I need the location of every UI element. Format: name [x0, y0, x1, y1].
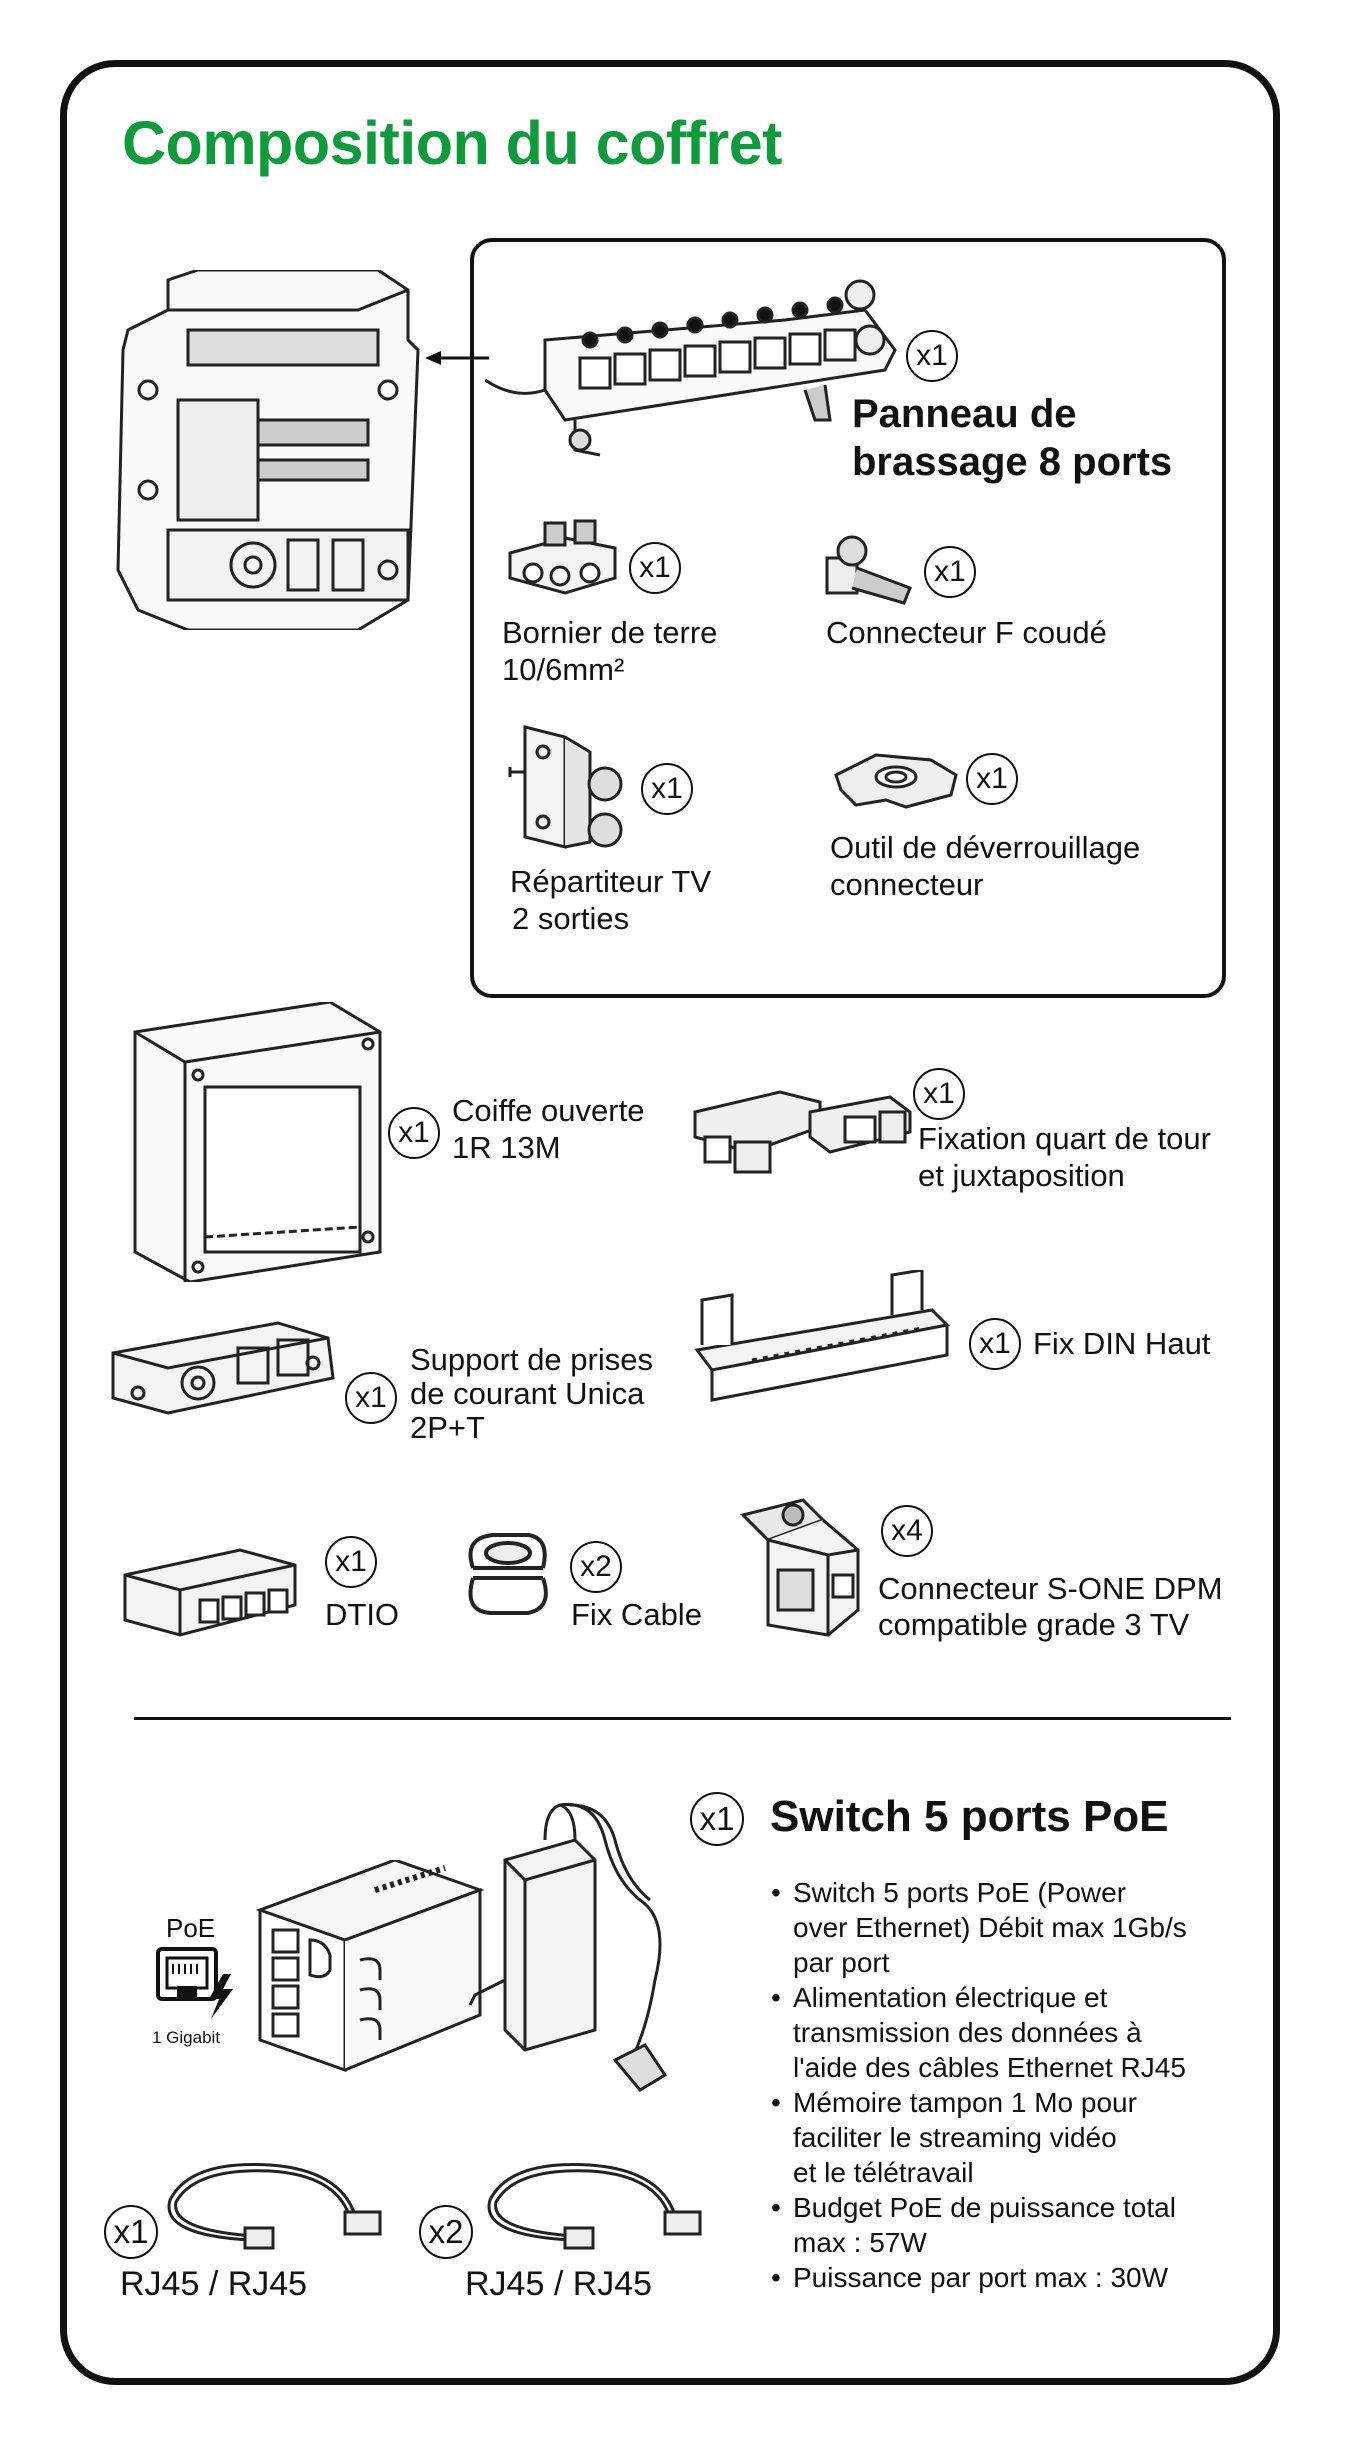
sone-label-1: Connecteur S-ONE DPM — [878, 1571, 1223, 1606]
gigabit-label: 1 Gigabit — [152, 2028, 221, 2047]
panel-qty: x1 — [906, 330, 958, 382]
fix-cable-label: Fix Cable — [571, 1597, 702, 1632]
dtio-illustration — [120, 1545, 300, 1640]
support-label-3: 2P+T — [410, 1410, 485, 1445]
fix-din-illustration — [692, 1270, 952, 1410]
fix-cable-qty: x2 — [570, 1541, 622, 1593]
fixation-label-1: Fixation quart de tour — [918, 1121, 1211, 1156]
cable-1-label: RJ45 / RJ45 — [120, 2265, 308, 2303]
support-qty: x1 — [345, 1372, 397, 1424]
connecteur-f-label: Connecteur F coudé — [826, 615, 1107, 650]
connecteur-f-illustration — [822, 533, 917, 608]
panel-main-label-1: Panneau de — [852, 392, 1077, 436]
poe-label: PoE — [166, 1913, 216, 1943]
sone-label-2: compatible grade 3 TV — [878, 1607, 1190, 1642]
coiffe-qty: x1 — [388, 1107, 440, 1159]
coiffe-illustration — [130, 1002, 385, 1282]
power-supply-illustration — [465, 1800, 680, 2100]
switch-title: Switch 5 ports PoE — [770, 1792, 1169, 1841]
dtio-qty: x1 — [325, 1536, 377, 1588]
fixation-label-2: et juxtaposition — [918, 1158, 1125, 1193]
outil-qty: x1 — [966, 753, 1018, 805]
fix-cable-illustration — [458, 1523, 558, 1623]
connecteur-f-qty: x1 — [924, 546, 976, 598]
switch-qty: x1 — [690, 1792, 744, 1846]
outil-illustration — [826, 745, 961, 815]
cable-1-qty: x1 — [104, 2205, 158, 2259]
panel-box — [470, 238, 1226, 998]
sone-qty: x4 — [881, 1505, 933, 1557]
support-label-2: de courant Unica — [410, 1376, 645, 1411]
support-label-1: Support de prises — [410, 1342, 653, 1377]
fixation-qty: x1 — [913, 1068, 965, 1120]
page-title: Composition du coffret — [122, 109, 782, 177]
feature-item: Puissance par port max : 30W — [768, 2260, 1238, 2295]
fix-din-label: Fix DIN Haut — [1033, 1326, 1211, 1361]
arrow-left-icon — [425, 348, 490, 368]
outil-label-1: Outil de déverrouillage — [830, 830, 1141, 865]
fix-din-qty: x1 — [969, 1318, 1021, 1370]
rj45-cable-illustration — [150, 2140, 390, 2255]
page-frame — [60, 60, 1280, 2385]
patch-panel-illustration — [485, 270, 905, 490]
repartiteur-qty: x1 — [641, 763, 693, 815]
bornier-label-2: 10/6mm² — [502, 652, 625, 687]
section-divider — [134, 1717, 1231, 1720]
cable-2-qty: x2 — [419, 2205, 473, 2259]
bornier-qty: x1 — [629, 542, 681, 594]
panel-main-label-2: brassage 8 ports — [852, 440, 1173, 484]
sone-illustration — [733, 1495, 863, 1640]
bornier-illustration — [505, 518, 620, 598]
coiffe-label-1: Coiffe ouverte — [452, 1093, 645, 1128]
coffret-illustration — [108, 270, 438, 630]
repartiteur-illustration — [505, 722, 630, 852]
switch-illustration — [255, 1860, 485, 2080]
fixation-illustration — [690, 1072, 915, 1177]
repartiteur-label-1: Répartiteur TV — [510, 864, 712, 899]
support-illustration — [108, 1308, 338, 1418]
bornier-label-1: Bornier de terre — [502, 615, 718, 650]
cable-2-label: RJ45 / RJ45 — [465, 2265, 653, 2303]
dtio-label: DTIO — [325, 1597, 400, 1632]
repartiteur-label-2: 2 sorties — [512, 901, 630, 936]
outil-label-2: connecteur — [830, 867, 984, 902]
poe-port-icon — [153, 1944, 238, 2024]
rj45-cable-illustration-2 — [470, 2140, 710, 2255]
coiffe-label-2: 1R 13M — [452, 1130, 561, 1165]
